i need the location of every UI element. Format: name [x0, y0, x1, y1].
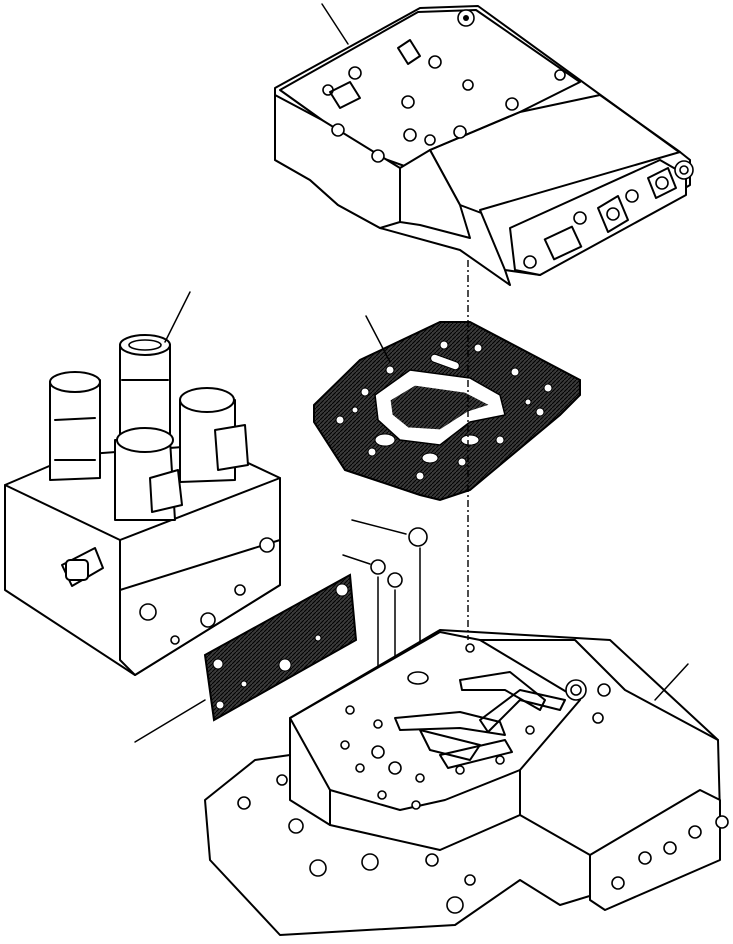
solenoid-valve-block: [4, 334, 281, 676]
side-gasket: [203, 573, 358, 722]
leader-lines: [134, 3, 689, 743]
upper-control-valve: [274, 5, 694, 286]
leader-line: [365, 315, 391, 363]
leader-line: [164, 291, 191, 343]
leader-line: [654, 663, 689, 701]
bolt-holes: [322, 9, 566, 163]
leader-line: [351, 519, 407, 535]
ball-icon: [370, 559, 386, 575]
upper-gasket: [313, 321, 581, 502]
ball-icon: [408, 527, 428, 547]
bolt-holes: [237, 643, 729, 914]
ball-icon: [387, 572, 403, 588]
leader-line: [321, 3, 349, 45]
lower-valve-body: [204, 629, 729, 936]
leader-line: [342, 554, 371, 565]
leader-line: [134, 699, 206, 743]
